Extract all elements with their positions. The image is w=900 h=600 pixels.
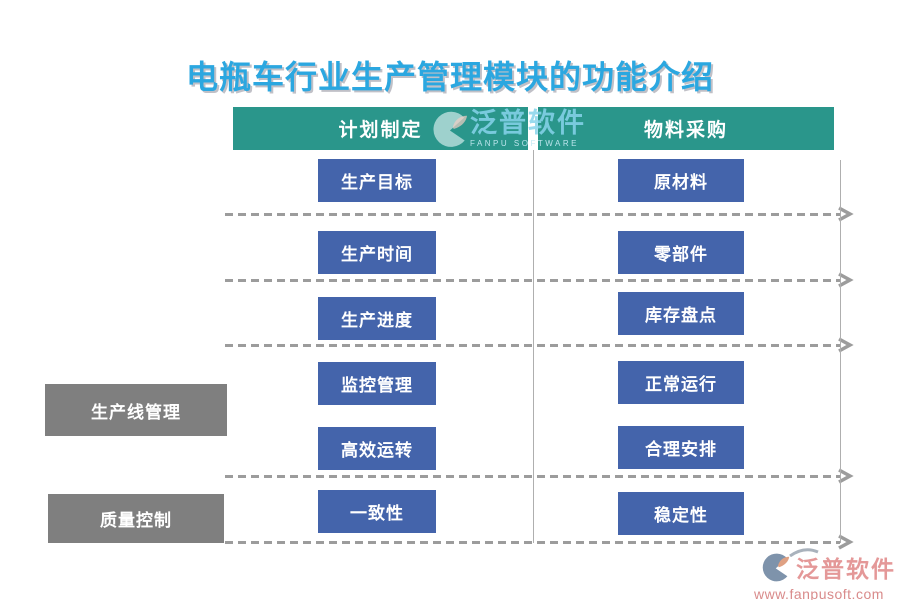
fanpu-logo-icon xyxy=(760,552,790,584)
arrow-right-icon xyxy=(836,337,854,353)
plan-item-box: 监控管理 xyxy=(318,362,436,405)
watermark-subtitle-text: FANPU SOFTWARE xyxy=(470,139,579,148)
plan-item-box: 一致性 xyxy=(318,490,436,533)
footer-url-text: www.fanpusoft.com xyxy=(754,586,884,600)
arrow-right-icon xyxy=(836,468,854,484)
material-item-box: 稳定性 xyxy=(618,492,744,535)
dashed-arrow-line xyxy=(225,272,854,288)
material-item-box: 正常运行 xyxy=(618,361,744,404)
dashed-arrow-line xyxy=(225,206,854,222)
arrow-right-icon xyxy=(836,206,854,222)
arrow-right-icon xyxy=(836,534,854,550)
material-item-box: 原材料 xyxy=(618,159,744,202)
side-label-quality-control: 质量控制 xyxy=(48,494,224,543)
arrow-right-icon xyxy=(836,272,854,288)
material-item-box: 合理安排 xyxy=(618,426,744,469)
right-boundary-line xyxy=(840,160,841,543)
watermark: 泛普软件 FANPU SOFTWARE xyxy=(430,108,586,150)
watermark-brand-text: 泛普软件 xyxy=(470,108,586,138)
footer-brand-logo: 泛普软件 www.fanpusoft.com xyxy=(754,548,896,600)
material-item-box: 零部件 xyxy=(618,231,744,274)
plan-item-box: 生产目标 xyxy=(318,159,436,202)
plan-item-box: 高效运转 xyxy=(318,427,436,470)
material-item-box: 库存盘点 xyxy=(618,292,744,335)
page-title: 电瓶车行业生产管理模块的功能介绍 xyxy=(185,59,714,95)
footer-brand-text: 泛普软件 xyxy=(796,556,896,582)
logo-swoosh-icon xyxy=(788,544,820,562)
header-plan: 计划制定 xyxy=(233,107,528,150)
dashed-arrow-line xyxy=(225,534,854,550)
plan-item-box: 生产进度 xyxy=(318,297,436,340)
side-label-production-line: 生产线管理 xyxy=(45,384,227,436)
header-material: 物料采购 xyxy=(538,107,834,150)
dashed-arrow-line xyxy=(225,337,854,353)
column-divider-line xyxy=(533,150,534,543)
plan-item-box: 生产时间 xyxy=(318,231,436,274)
dashed-arrow-line xyxy=(225,468,854,484)
fanpu-logo-icon xyxy=(430,110,468,150)
